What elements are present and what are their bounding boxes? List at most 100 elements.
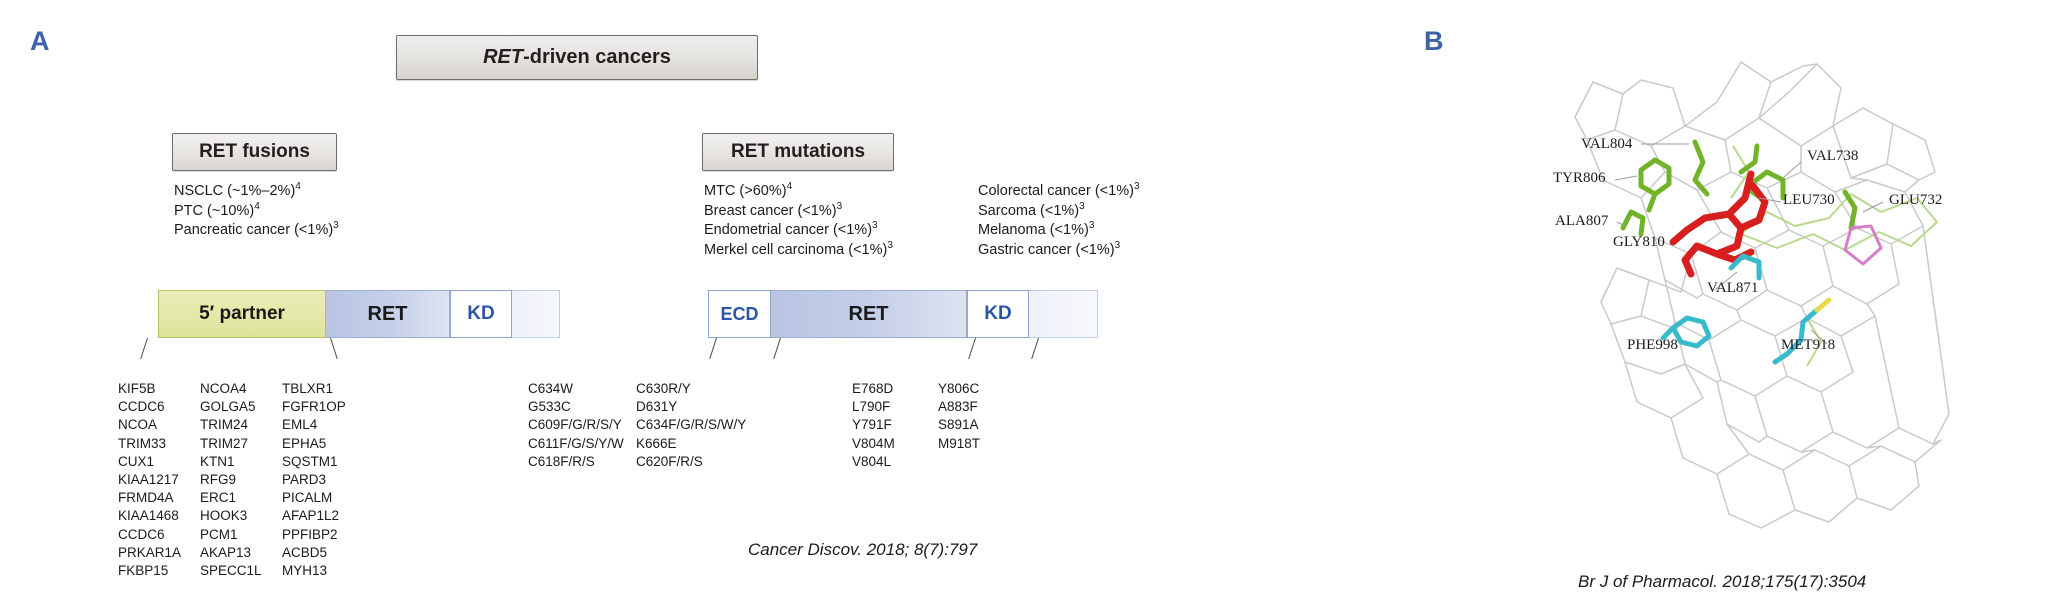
protein-structure-svg: VAL804TYR806ALA807VAL738LEU730GLU732GLY8…: [1553, 61, 1950, 529]
mutation-incidence-right-item-reference: 3: [1079, 200, 1085, 212]
mutation-incidence-right-item-reference: 3: [1088, 220, 1095, 232]
ret-fusions-header-box: RET fusions: [172, 133, 337, 171]
magenta-highlighted-residue: [1843, 224, 1883, 266]
fusion-partner-item: FGFR1OP: [282, 399, 346, 415]
mutation-bar-tail-segment: [1029, 290, 1098, 338]
mutation-variant-item: Y806C: [938, 381, 980, 396]
fusion-partner-item: CUX1: [118, 453, 155, 469]
fusion-partner-item: NCOA: [118, 417, 158, 433]
mutation-variant-item: D631Y: [636, 399, 678, 415]
residue-label-leu730: LEU730: [1783, 192, 1835, 208]
fusion-partner-item: SPECC1L: [200, 562, 262, 578]
ret-mutations-header-label: RET mutations: [730, 141, 866, 162]
mutation-bar-ret-segment: RET: [771, 290, 967, 338]
mutation-incidence-right-item-text: Gastric cancer (<1%): [978, 241, 1115, 258]
mutation-bar-tick-4: [1031, 337, 1039, 360]
fusion-partner-item: ACBD5: [282, 544, 328, 560]
fusion-bar-tail-segment: [512, 290, 560, 338]
fusion-partner-item: ERC1: [200, 490, 237, 506]
mutation-bar-kd-segment: KD: [967, 290, 1029, 338]
red-ligand-inhibitor: [1669, 170, 1769, 278]
protein-backbone-wireframe: [1574, 61, 1950, 529]
residue-label-tyr806: TYR806: [1553, 170, 1606, 186]
residue-label-gly810: GLY810: [1613, 234, 1665, 250]
mutation-variant-item: C630R/Y: [636, 381, 691, 396]
mutation-incidence-left-item-text: MTC (>60%): [704, 183, 787, 199]
mutation-incidence-left-item-text: Breast cancer (<1%): [704, 202, 837, 219]
mutation-incidence-right-item-text: Sarcoma (<1%): [978, 202, 1080, 219]
mutation-variant-item: A883F: [938, 399, 978, 415]
residue-label-val871: VAL871: [1707, 280, 1758, 296]
mutation-incidence-left-item-reference: 4: [786, 181, 793, 193]
fusion-partner-item: NCOA4: [200, 381, 247, 396]
fusion-partner-item: PRKAR1A: [118, 544, 182, 560]
fusion-partner-item: PICALM: [282, 490, 333, 506]
mutation-incidence-left-item: Endometrial cancer (<1%)3: [704, 221, 893, 241]
fusion-bar-ret-segment: RET: [326, 290, 450, 338]
mutation-incidence-right-item: Sarcoma (<1%)3: [978, 200, 1140, 222]
fusion-incidence-item-reference: 4: [295, 181, 301, 193]
fusion-partner-item: TRIM27: [200, 435, 249, 451]
fusion-incidence-item: PTC (~10%)4: [174, 200, 339, 222]
fusion-partner-item: PPFIBP2: [282, 526, 338, 542]
mutation-variant-item: G533C: [528, 399, 571, 415]
mutation-variant-item: C634W: [528, 381, 574, 396]
fusion-incidence-item: Pancreatic cancer (<1%)3: [174, 221, 339, 241]
fusion-partner-item: PCM1: [200, 526, 238, 542]
mutation-bar-tick-3: [968, 337, 976, 360]
page-title: RET-driven cancers: [483, 46, 671, 69]
fusion-partner-item: RFG9: [200, 471, 237, 487]
mutation-incidence-left-item-reference: 3: [836, 200, 843, 212]
mutation-incidence-left-item-text: Endometrial cancer (<1%): [704, 222, 873, 238]
fusion-partner-item: KIAA1217: [118, 471, 179, 487]
fusion-bar-tick-right: [330, 337, 338, 360]
residue-label-val804: VAL804: [1581, 136, 1633, 152]
title-italic-part: RET: [483, 46, 524, 68]
mutation-incidence-left-item-text: Merkel cell carcinoma (<1%): [704, 241, 888, 258]
title-rest: -driven cancers: [523, 46, 671, 68]
fusion-partner-item: GOLGA5: [200, 399, 256, 415]
fusion-partner-item: FRMD4A: [118, 490, 174, 506]
fusion-incidence-item-reference: 4: [254, 200, 260, 212]
fusion-incidence-item-text: NSCLC (~1%–2%): [174, 183, 296, 199]
fusion-partner-item: AFAP1L2: [282, 508, 340, 524]
ret-fusions-header-label: RET fusions: [199, 141, 310, 162]
mutation-incidence-right-item: Colorectal cancer (<1%)3: [978, 182, 1140, 202]
mutation-variant-item: S891A: [938, 417, 979, 433]
mutation-incidence-left-item: Merkel cell carcinoma (<1%)3: [704, 240, 893, 261]
mutation-incidence-right-item: Melanoma (<1%)3: [978, 221, 1140, 241]
fusion-partner-item: CCDC6: [118, 399, 165, 415]
fusion-partner-item: TRIM33: [118, 435, 167, 451]
mutation-variant-item: L790F: [852, 399, 891, 415]
fusion-partner-item: PARD3: [282, 471, 327, 487]
residue-label-ala807: ALA807: [1555, 213, 1609, 229]
mutation-incidence-right-item: Gastric cancer (<1%)3: [978, 240, 1140, 261]
fusion-partner-item: HOOK3: [200, 508, 248, 524]
fusion-bar-partner-segment: 5′ partner: [158, 290, 326, 338]
mutation-bar-tick-2: [773, 337, 781, 360]
mutation-variant-item: K666E: [636, 435, 677, 451]
fusion-partner-item: TRIM24: [200, 417, 249, 433]
ret-driven-cancers-title-box: RET-driven cancers: [396, 35, 758, 80]
fusion-partner-item: AKAP13: [200, 544, 252, 560]
mutation-variant-item: V804L: [852, 453, 892, 469]
panel-a-citation: Cancer Discov. 2018; 8(7):797: [748, 540, 978, 559]
mutation-variant-item: C609F/G/R/S/Y: [528, 417, 622, 433]
mutation-variant-item: E768D: [852, 381, 894, 396]
mutation-incidence-right-item-reference: 3: [1133, 181, 1140, 193]
panel-a-label: A: [30, 26, 50, 56]
mutation-variant-item: C634F/G/R/S/W/Y: [636, 417, 747, 433]
fusion-incidence-item: NSCLC (~1%–2%)4: [174, 182, 339, 202]
fusion-partner-item: CCDC6: [118, 526, 165, 542]
